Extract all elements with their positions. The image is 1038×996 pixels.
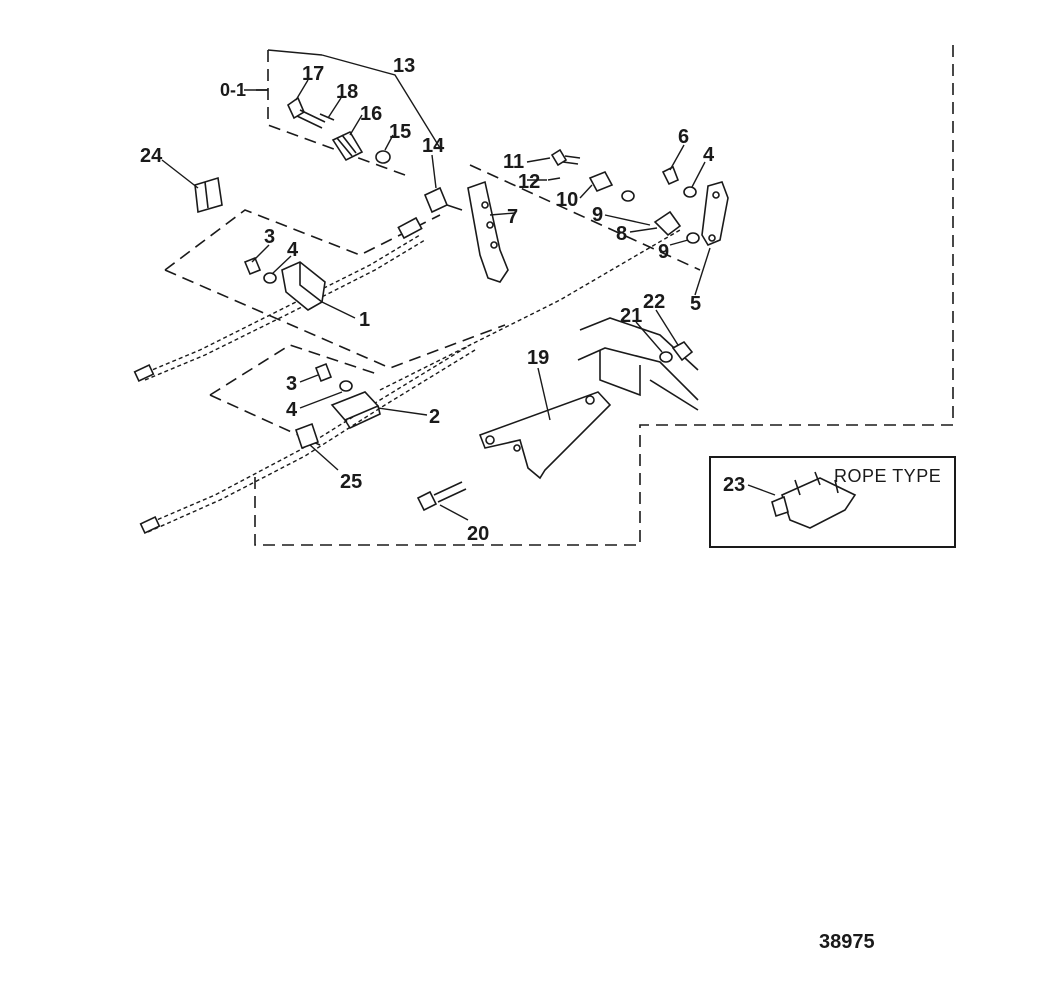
shift-cable: [139, 229, 681, 534]
callout-13: 13: [393, 55, 415, 77]
figure-number: 38975: [819, 931, 875, 953]
mounting-bracket-19: [478, 391, 612, 480]
parts-21-22: [659, 340, 694, 363]
bracket-1: [243, 256, 326, 311]
link-arm-7: [467, 180, 509, 283]
callout-12: 12: [518, 171, 540, 193]
callout-21: 21: [620, 305, 642, 327]
parts-4-9-right: [653, 165, 729, 247]
callout-24: 24: [140, 145, 163, 167]
callout-4-right: 4: [703, 144, 715, 166]
callout-4-upper: 4: [287, 239, 299, 261]
callout-17: 17: [302, 63, 324, 85]
kit-13-parts: [286, 96, 391, 164]
parts-10-12: [547, 148, 635, 202]
callout-16: 16: [360, 103, 382, 125]
bolt-20: [416, 481, 467, 512]
leader-lines: [161, 49, 776, 521]
callout-8: 8: [616, 223, 627, 245]
clamp-25: [294, 422, 320, 450]
rope-type-inset: [709, 456, 956, 548]
callout-19: 19: [527, 347, 549, 369]
callout-9-top: 9: [592, 204, 603, 226]
callout-14: 14: [422, 135, 445, 157]
callouts: 0-1 13 17 18 16 15 14 24 11 12 10 7 9 8 …: [140, 55, 941, 953]
callout-20: 20: [467, 523, 489, 545]
callout-7: 7: [507, 206, 518, 228]
callout-6: 6: [678, 126, 689, 148]
bracket-2: [314, 362, 381, 430]
callout-0-1: 0-1: [220, 80, 246, 100]
group-outlines: [164, 45, 954, 546]
callout-4-lower: 4: [286, 399, 298, 421]
callout-25: 25: [340, 471, 362, 493]
callout-11: 11: [503, 151, 524, 173]
throttle-cable: [133, 216, 426, 382]
callout-22: 22: [643, 291, 665, 313]
callout-23: 23: [723, 474, 745, 496]
callout-9-right: 9: [658, 241, 669, 263]
rope-type-label: ROPE TYPE: [834, 466, 941, 486]
callout-5: 5: [690, 293, 701, 315]
callout-15: 15: [389, 121, 411, 143]
end-fitting-14: [423, 186, 463, 214]
callout-18: 18: [336, 81, 358, 103]
callout-3-lower: 3: [286, 373, 297, 395]
clip-part-24: [194, 176, 223, 214]
callout-10: 10: [556, 189, 578, 211]
callout-3-upper: 3: [264, 226, 275, 248]
callout-1: 1: [359, 309, 370, 331]
callout-2: 2: [429, 406, 440, 428]
